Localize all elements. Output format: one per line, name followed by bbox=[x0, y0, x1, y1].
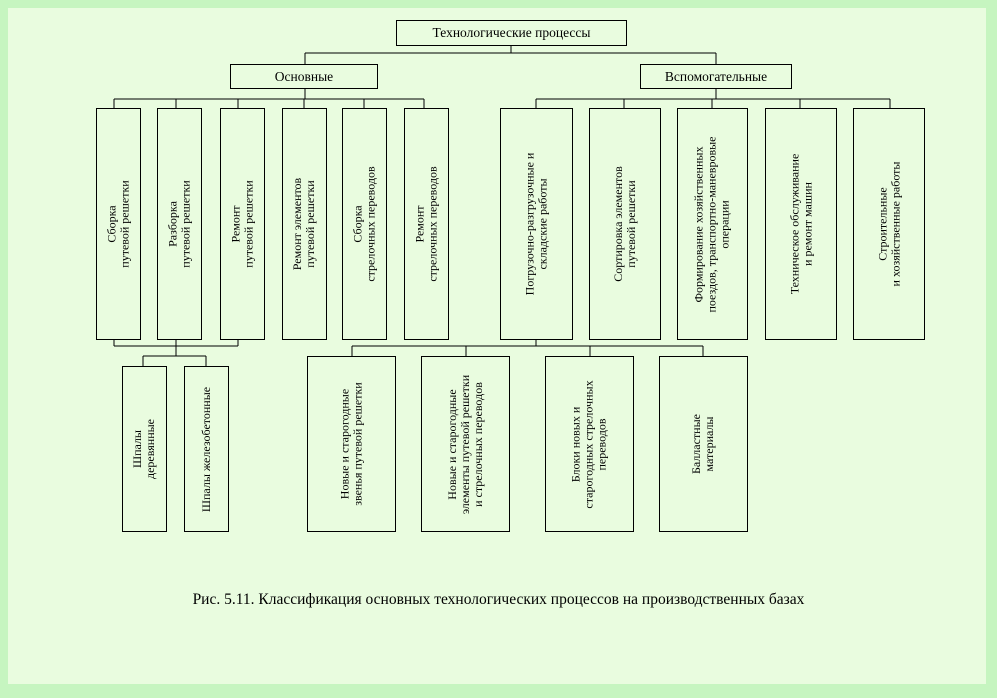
node-label-line: складские работы bbox=[535, 178, 550, 270]
node-label-line: элементы путевой решетки bbox=[458, 374, 473, 514]
node-label-line: Новые и старогодные bbox=[337, 388, 352, 500]
node-label-line: путевой решетки bbox=[241, 180, 256, 268]
node-label-line: Новые и старогодные bbox=[445, 388, 460, 500]
node-label-line: звенья путевой решетки bbox=[350, 382, 365, 506]
node-label-line: и ремонт машин bbox=[800, 182, 815, 266]
node-label-line: переводов bbox=[595, 417, 609, 471]
aux-group-node: Вспомогательные bbox=[640, 64, 792, 89]
node-label-line: и хозяйственные работы bbox=[888, 161, 903, 287]
node-label-line: Ремонт bbox=[412, 205, 427, 243]
node-label-line: стрелочных переводов bbox=[363, 166, 378, 282]
figure-caption: Рис. 5.11. Классификация основных технол… bbox=[192, 591, 805, 608]
node-label-line: стрелочных переводов bbox=[425, 166, 440, 282]
node-label-line: Техническое обслуживание bbox=[787, 153, 802, 295]
node-label-line: Строительные bbox=[875, 187, 890, 261]
node-label-line: путевой решетки bbox=[117, 180, 132, 268]
node-label-line: и стрелочных переводов bbox=[471, 381, 486, 507]
node-label-line: Разборка bbox=[165, 201, 180, 247]
node-label-line: Сборка bbox=[104, 205, 119, 243]
node-label-line: материалы bbox=[702, 416, 717, 472]
node-label-line: путевой решетки bbox=[178, 180, 193, 268]
root-node: Технологические процессы bbox=[396, 20, 627, 46]
main-group-node: Основные bbox=[230, 64, 378, 89]
node-label-line: путевой решетки bbox=[624, 180, 638, 268]
node-label-line: Сборка bbox=[350, 205, 365, 243]
node-label-line: операции bbox=[718, 199, 733, 249]
node-concrete-sleepers: Шпалы железобетонные bbox=[184, 366, 229, 532]
node-label-line: Ремонт bbox=[228, 205, 243, 243]
node-label-line: Шпалы железобетонные bbox=[199, 386, 214, 512]
node-label-line: деревянные bbox=[143, 418, 158, 480]
node-label-line: путевой решетки bbox=[303, 180, 318, 268]
